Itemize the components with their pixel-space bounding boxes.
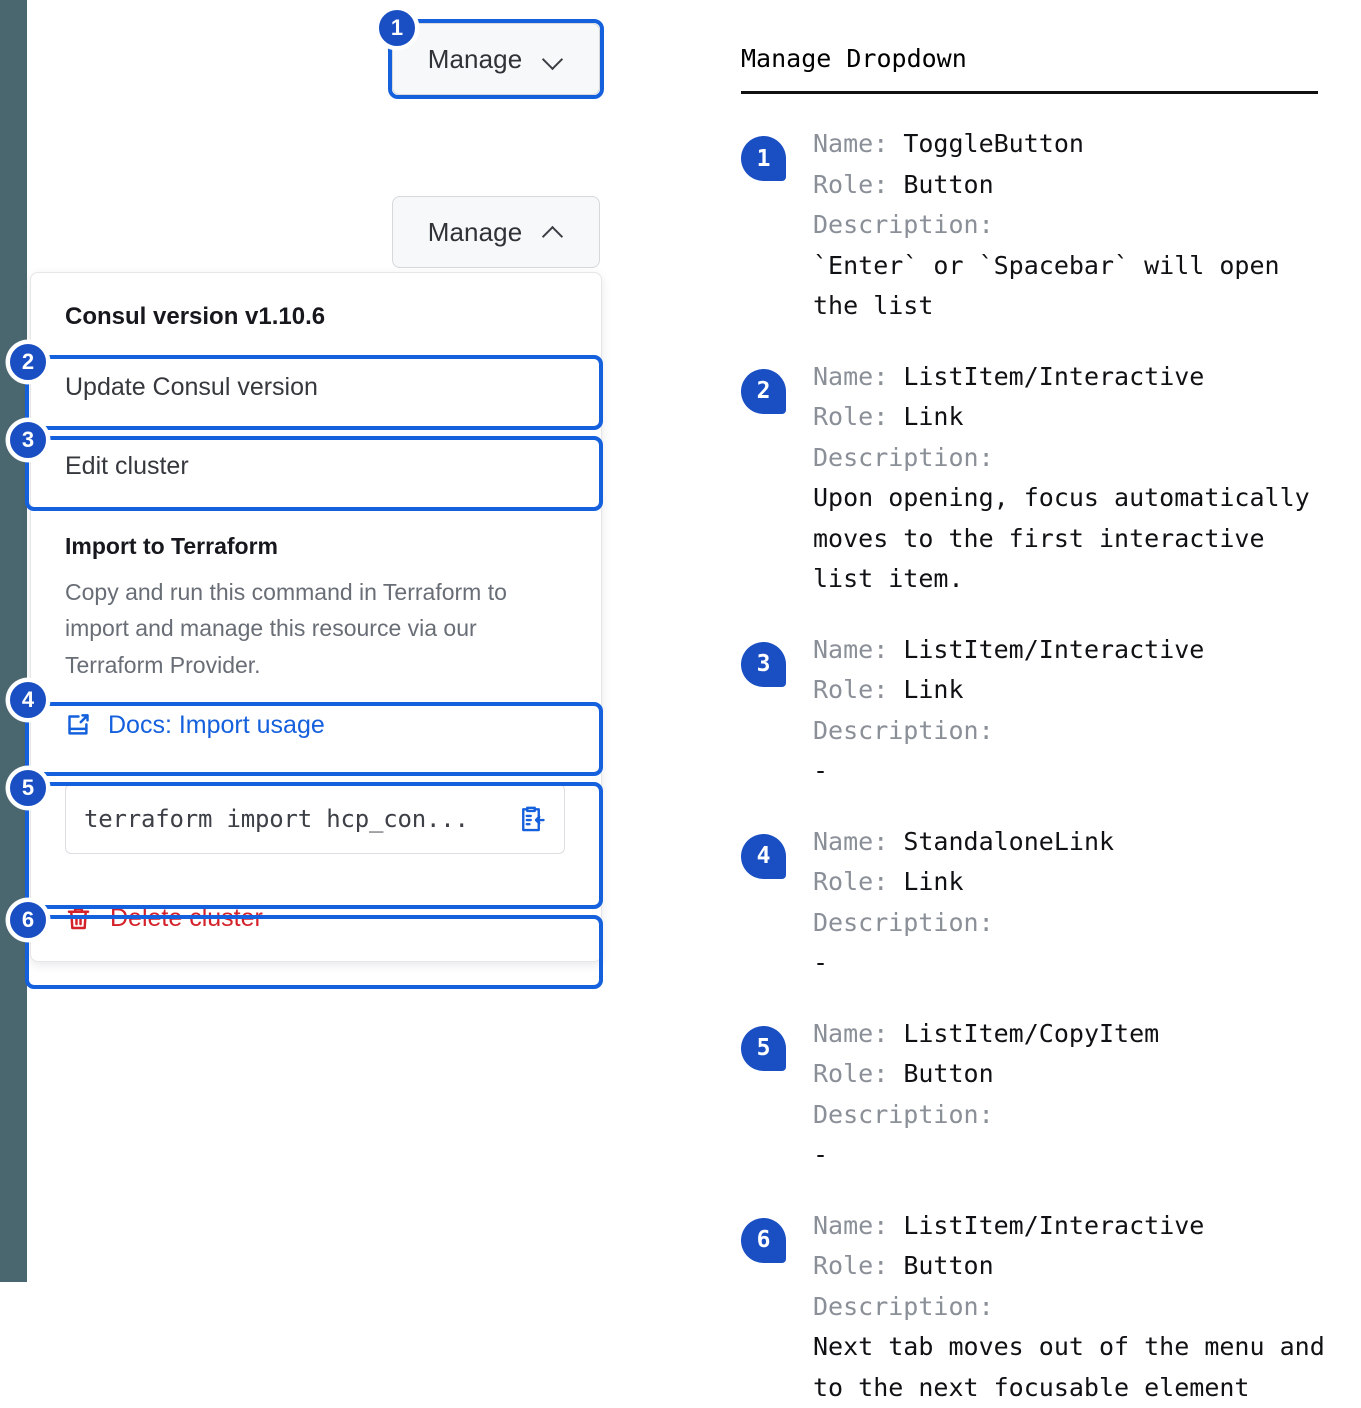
annotation-row: 3 Name: ListItem/Interactive Role: Link … xyxy=(741,630,1341,792)
annotation-description: - xyxy=(813,1135,1333,1176)
trash-icon xyxy=(65,905,92,932)
menu-item-update-consul-version[interactable]: Update Consul version xyxy=(31,349,601,428)
field-label-description: Description: xyxy=(813,1100,994,1129)
annotation-row: 4 Name: StandaloneLink Role: Link Descri… xyxy=(741,822,1341,984)
clipboard-copy-icon[interactable] xyxy=(516,804,546,834)
field-label-description: Description: xyxy=(813,443,994,472)
field-label-role: Role: xyxy=(813,170,888,199)
annotation-role: Link xyxy=(903,675,963,704)
annotations-divider xyxy=(741,91,1318,94)
field-label-name: Name: xyxy=(813,129,888,158)
delete-cluster-label: Delete cluster xyxy=(110,904,263,933)
field-label-description: Description: xyxy=(813,716,994,745)
field-label-role: Role: xyxy=(813,1251,888,1280)
manage-dropdown-screenshot: Manage 1 Manage Consul version v1.10.6 U… xyxy=(0,0,660,1282)
annotation-role: Link xyxy=(903,867,963,896)
docs-external-link-icon xyxy=(65,712,92,739)
callout-marker-2: 2 xyxy=(6,340,50,384)
menu-item-delete-cluster[interactable]: Delete cluster xyxy=(31,880,601,961)
pin-badge-2: 2 xyxy=(741,369,786,414)
field-label-description: Description: xyxy=(813,1292,994,1321)
annotation-row: 5 Name: ListItem/CopyItem Role: Button D… xyxy=(741,1014,1341,1176)
annotation-name: ListItem/Interactive xyxy=(903,362,1204,391)
field-label-name: Name: xyxy=(813,635,888,664)
import-to-terraform-body: Copy and run this command in Terraform t… xyxy=(65,574,567,683)
field-label-name: Name: xyxy=(813,827,888,856)
annotation-name: ListItem/Interactive xyxy=(903,635,1204,664)
field-label-role: Role: xyxy=(813,675,888,704)
annotation-row: 1 Name: ToggleButton Role: Button Descri… xyxy=(741,124,1341,327)
annotation-name: ListItem/CopyItem xyxy=(903,1019,1159,1048)
pin-badge-5: 5 xyxy=(741,1026,786,1071)
pin-badge-4: 4 xyxy=(741,834,786,879)
annotation-description: Upon opening, focus automatically moves … xyxy=(813,478,1333,600)
field-label-name: Name: xyxy=(813,1019,888,1048)
annotation-name: ListItem/Interactive xyxy=(903,1211,1204,1240)
field-label-role: Role: xyxy=(813,402,888,431)
field-label-name: Name: xyxy=(813,1211,888,1240)
field-label-name: Name: xyxy=(813,362,888,391)
terraform-command-field[interactable]: terraform import hcp_con... xyxy=(65,784,565,854)
field-label-role: Role: xyxy=(813,867,888,896)
annotation-name: ToggleButton xyxy=(903,129,1084,158)
annotation-description: - xyxy=(813,943,1333,984)
manage-dropdown-menu: Consul version v1.10.6 Update Consul ver… xyxy=(30,272,602,962)
docs-import-usage-label: Docs: Import usage xyxy=(108,711,325,740)
annotation-role: Button xyxy=(903,170,993,199)
chevron-down-icon xyxy=(544,49,564,69)
manage-toggle-label: Manage xyxy=(428,44,523,75)
menu-item-edit-cluster[interactable]: Edit cluster xyxy=(31,428,601,507)
annotations-panel: Manage Dropdown 1 Name: ToggleButton Rol… xyxy=(741,0,1341,1282)
annotation-role: Button xyxy=(903,1251,993,1280)
consul-version-header: Consul version v1.10.6 xyxy=(31,273,601,349)
annotation-name: StandaloneLink xyxy=(903,827,1114,856)
field-label-description: Description: xyxy=(813,908,994,937)
annotation-role: Button xyxy=(903,1059,993,1088)
import-to-terraform-section: Import to Terraform Copy and run this co… xyxy=(31,507,601,689)
callout-marker-6: 6 xyxy=(6,898,50,942)
field-label-role: Role: xyxy=(813,1059,888,1088)
pin-badge-3: 3 xyxy=(741,642,786,687)
annotation-description: `Enter` or `Spacebar` will open the list xyxy=(813,246,1333,327)
annotation-description: Next tab moves out of the menu and to th… xyxy=(813,1327,1333,1408)
manage-toggle-button-collapsed[interactable]: Manage xyxy=(392,23,600,95)
callout-marker-4: 4 xyxy=(6,678,50,722)
manage-toggle-label-expanded: Manage xyxy=(428,217,523,248)
callout-marker-1: 1 xyxy=(375,6,419,50)
chevron-up-icon xyxy=(544,222,564,242)
terraform-command-row: terraform import hcp_con... xyxy=(31,764,601,880)
menu-item-docs-import-usage[interactable]: Docs: Import usage xyxy=(31,689,601,764)
annotation-description: - xyxy=(813,751,1333,792)
annotation-row: 6 Name: ListItem/Interactive Role: Butto… xyxy=(741,1206,1341,1408)
terraform-command-value: terraform import hcp_con... xyxy=(84,805,469,833)
manage-toggle-button-expanded[interactable]: Manage xyxy=(392,196,600,268)
pin-badge-6: 6 xyxy=(741,1218,786,1263)
callout-marker-5: 5 xyxy=(6,766,50,810)
import-to-terraform-title: Import to Terraform xyxy=(65,533,567,560)
callout-marker-3: 3 xyxy=(6,418,50,462)
pin-badge-1: 1 xyxy=(741,136,786,181)
annotations-title: Manage Dropdown xyxy=(741,0,1341,73)
annotation-role: Link xyxy=(903,402,963,431)
annotation-row: 2 Name: ListItem/Interactive Role: Link … xyxy=(741,357,1341,600)
field-label-description: Description: xyxy=(813,210,994,239)
